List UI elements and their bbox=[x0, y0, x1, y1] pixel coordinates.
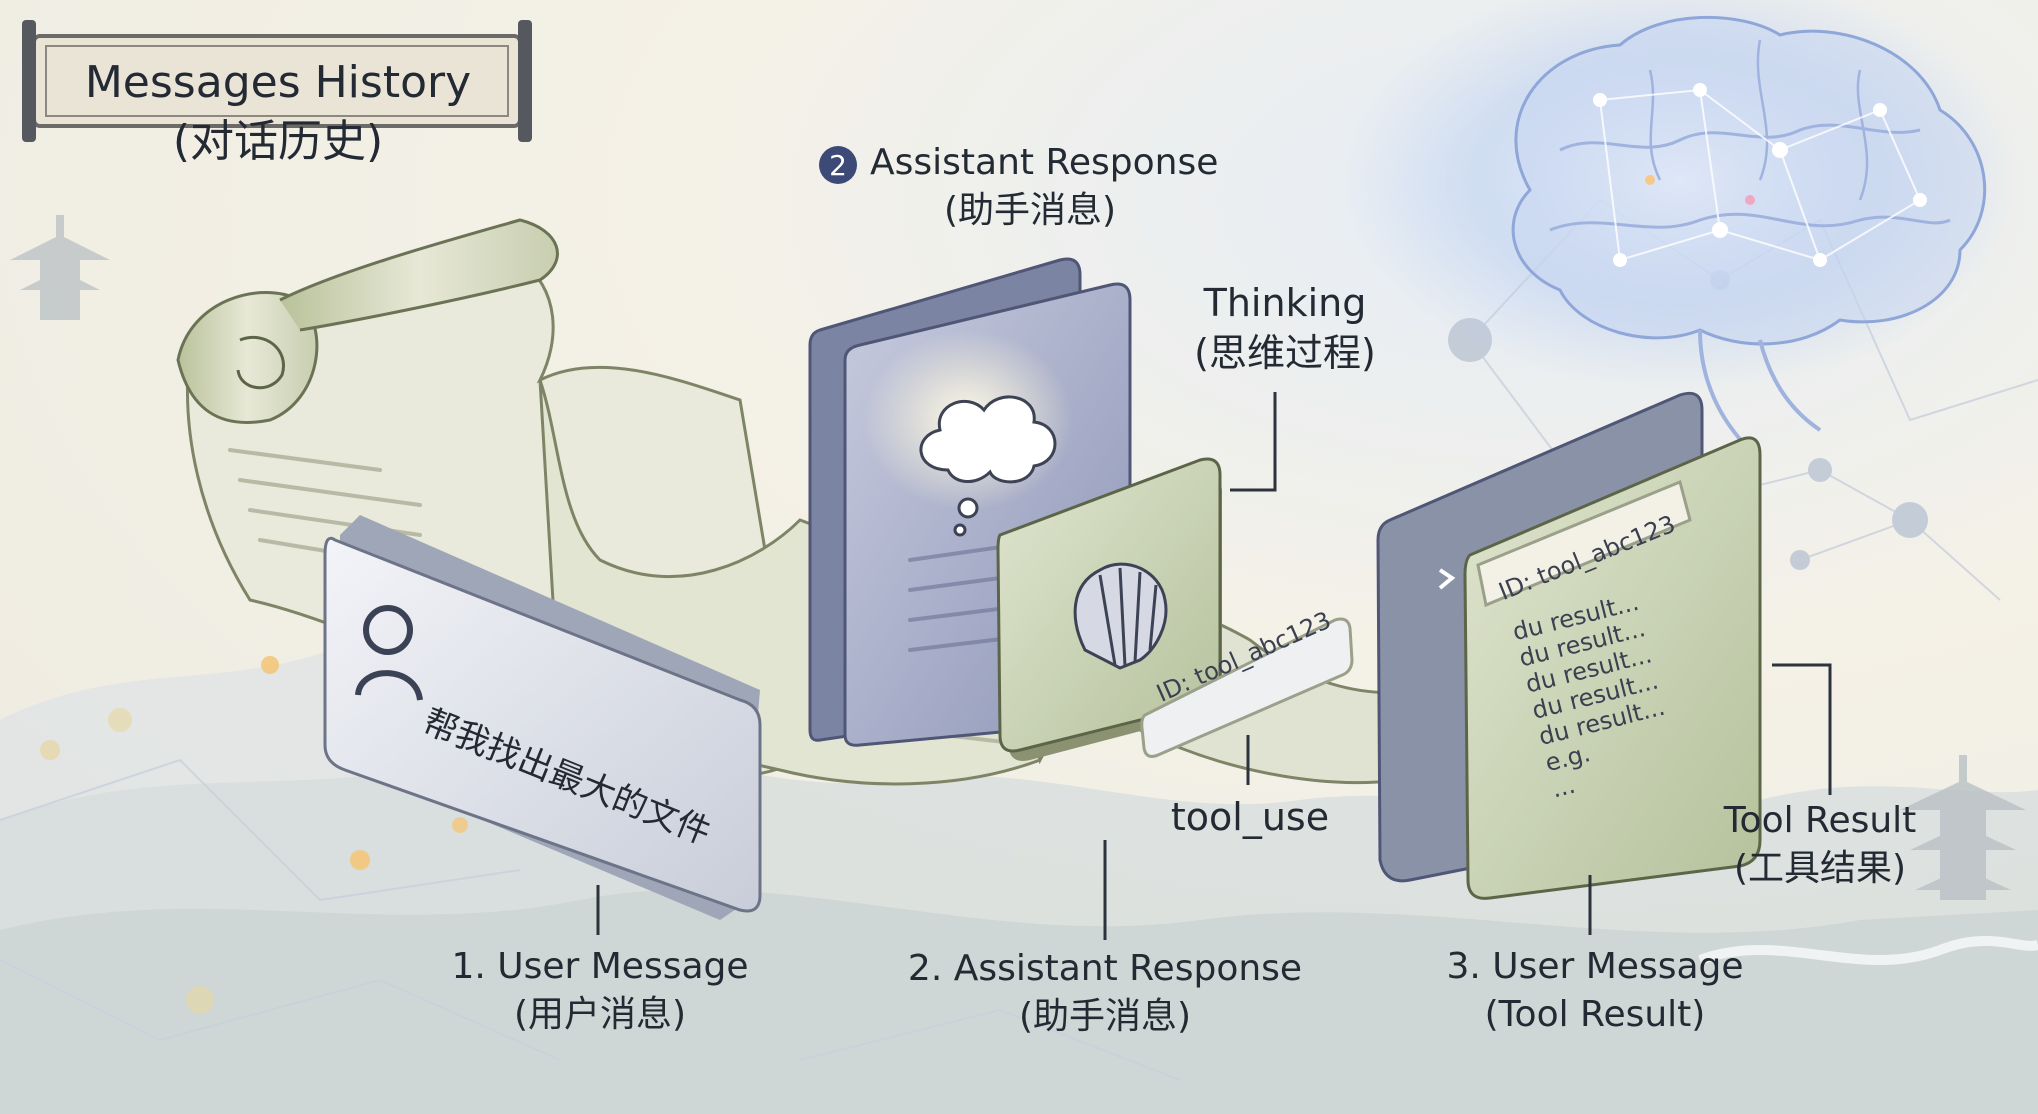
brain-illustration-icon bbox=[1340, 0, 2020, 452]
thought-cloud-icon bbox=[919, 395, 1057, 537]
step-badge-circle bbox=[819, 146, 857, 184]
user-avatar-icon bbox=[355, 605, 423, 701]
pagoda-right-icon bbox=[1900, 755, 2026, 900]
tool-result-card bbox=[1376, 391, 1762, 900]
title-banner bbox=[22, 20, 532, 142]
glow-dots bbox=[40, 656, 468, 1014]
step-2-label: 2. Assistant Response (助手消息) bbox=[905, 945, 1305, 1041]
tool-use-id-tag bbox=[1140, 617, 1354, 758]
step-1-line2: (用户消息) bbox=[513, 994, 687, 1035]
assistant-response-heading-cn: (助手消息) bbox=[943, 190, 1117, 231]
diagram-subtitle: (对话历史) bbox=[48, 114, 508, 170]
step-1-label: 1. User Message (用户消息) bbox=[450, 943, 750, 1039]
diagram-title: Messages History bbox=[48, 55, 508, 111]
thinking-label: Thinking (思维过程) bbox=[1160, 278, 1410, 378]
connector-lines bbox=[596, 392, 1832, 940]
user-message-card bbox=[323, 515, 762, 920]
step-3-line2: (Tool Result) bbox=[1484, 994, 1706, 1035]
mountain-front bbox=[0, 889, 2038, 1114]
step-1-line1: 1. User Message bbox=[451, 946, 749, 987]
step-badge: 2 bbox=[829, 149, 847, 182]
thinking-label-line1: Thinking bbox=[1203, 281, 1367, 325]
tool-use-label: tool_use bbox=[1170, 795, 1330, 839]
diagram-title-line1: Messages History bbox=[84, 57, 472, 108]
step-3-line1: 3. User Message bbox=[1446, 946, 1744, 987]
river bbox=[1698, 935, 2038, 965]
step-2-line1: 2. Assistant Response bbox=[907, 948, 1303, 989]
diagram-subtitle-text: (对话历史) bbox=[172, 116, 384, 167]
cursor-arrow-icon bbox=[1438, 568, 1456, 590]
step-2-line2: (助手消息) bbox=[1018, 996, 1192, 1037]
tool-result-label-line2: (工具结果) bbox=[1733, 848, 1907, 889]
shell-icon bbox=[1073, 562, 1168, 670]
pagoda-left-icon bbox=[10, 215, 110, 320]
tool-result-label-line1: Tool Result bbox=[1723, 800, 1917, 841]
assistant-response-heading: Assistant Response bbox=[870, 142, 1219, 183]
step-3-label: 3. User Message (Tool Result) bbox=[1430, 943, 1760, 1039]
thinking-label-line2: (思维过程) bbox=[1194, 331, 1376, 375]
tool-result-label: Tool Result (工具结果) bbox=[1700, 797, 1940, 893]
